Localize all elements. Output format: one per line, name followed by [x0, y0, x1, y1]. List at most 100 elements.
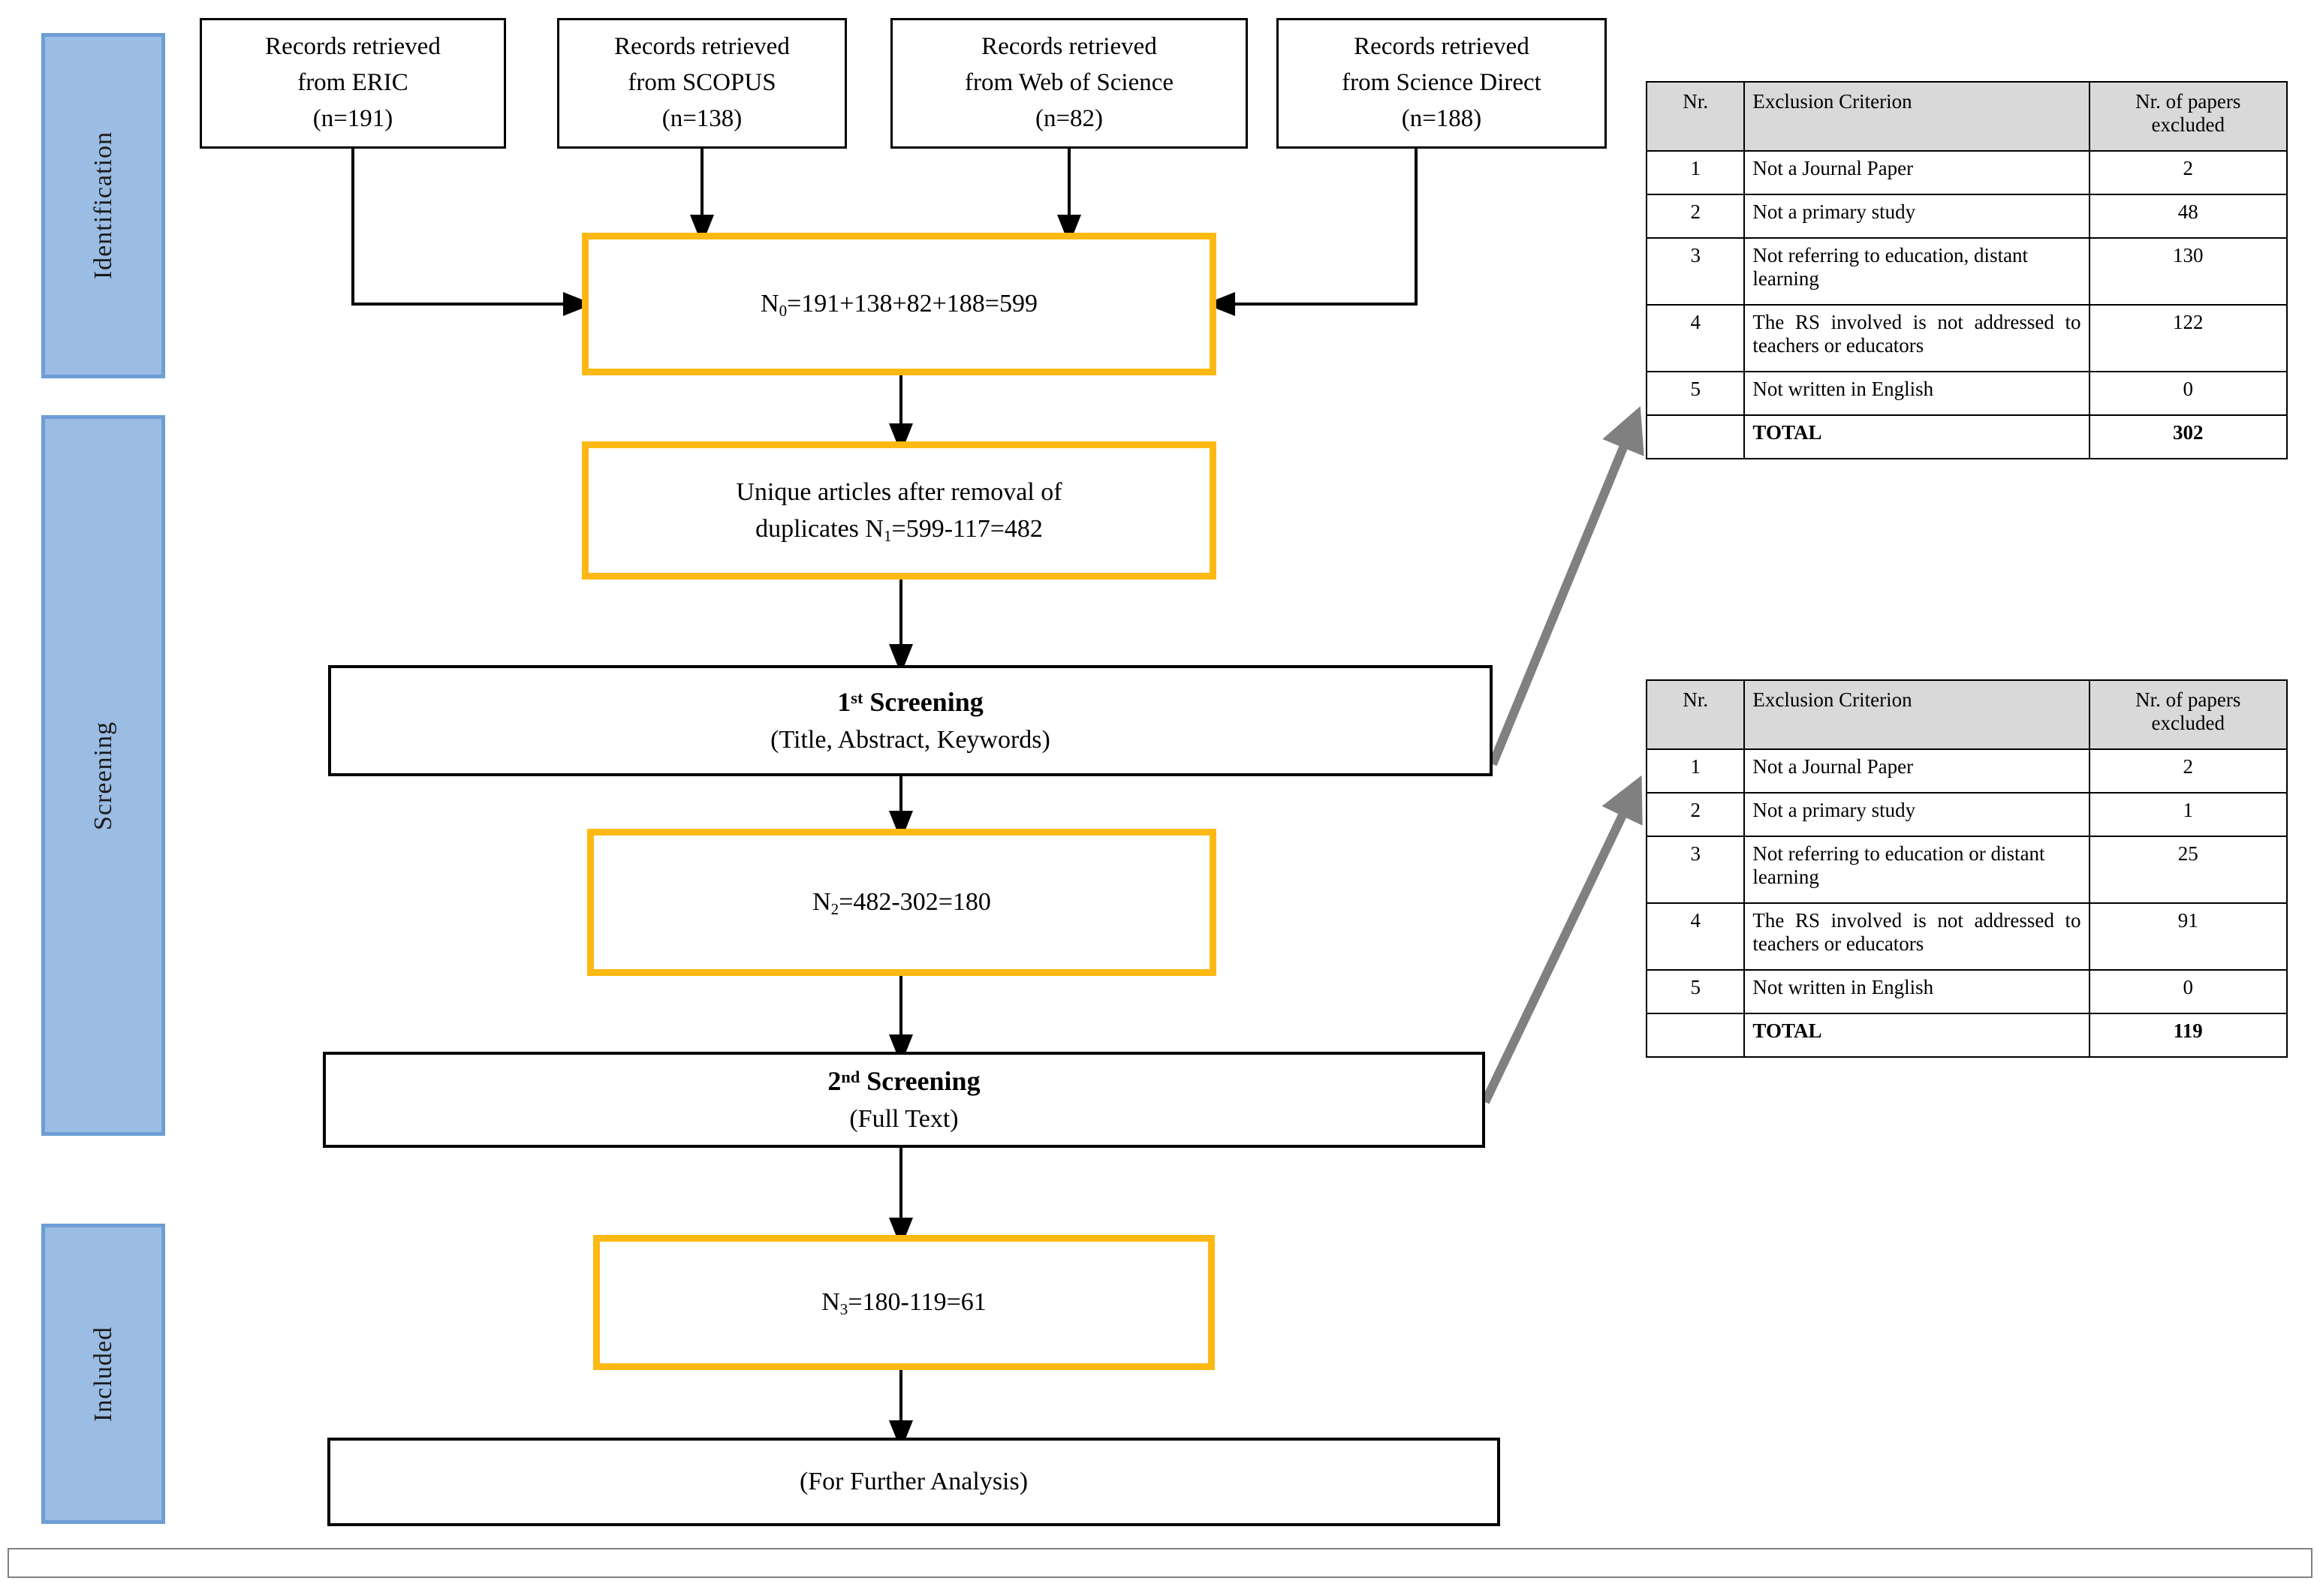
table-row: 3 Not referring to education or distant …	[1645, 836, 2288, 904]
source-scopus-line1: Records retrieved	[614, 33, 790, 61]
cell-excluded: 25	[2088, 836, 2288, 904]
node-n2: N2=482-302=180	[587, 829, 1216, 976]
cell-excluded: 1	[2088, 792, 2288, 837]
table-header-row: Nr. Exclusion Criterion Nr. of papers ex…	[1645, 81, 2288, 152]
cell-criterion: The RS involved is not addressed to teac…	[1743, 902, 2090, 971]
node-total-records-text: N0=191+138+82+188=599	[761, 290, 1038, 321]
source-scopus-count: (n=138)	[661, 104, 743, 132]
cell-nr: 1	[1645, 150, 1746, 195]
cell-nr	[1645, 1013, 1746, 1058]
phase-bar-identification: Identification	[41, 33, 165, 378]
connector-eric-to-total	[351, 149, 593, 316]
source-sciencedirect-line1: Records retrieved	[1354, 33, 1529, 61]
cell-criterion: Not referring to education, distant lear…	[1743, 237, 2090, 306]
table-header-row: Nr. Exclusion Criterion Nr. of papers ex…	[1645, 679, 2288, 750]
node-unique-articles: Unique articles after removal of duplica…	[582, 441, 1216, 580]
cell-criterion: Not written in English	[1743, 969, 2090, 1014]
node-n3: N3=180-119=61	[593, 1235, 1215, 1370]
header-criterion: Exclusion Criterion	[1743, 679, 2090, 750]
phase-label-identification: Identification	[89, 131, 117, 280]
cell-excluded: 122	[2088, 304, 2288, 372]
header-criterion: Exclusion Criterion	[1743, 81, 2090, 152]
header-excluded: Nr. of papers excluded	[2088, 81, 2288, 152]
phase-label-screening: Screening	[89, 721, 117, 830]
table-row-total: TOTAL 302	[1645, 414, 2288, 459]
cell-criterion: Not a primary study	[1743, 792, 2090, 837]
cell-criterion: Not written in English	[1743, 371, 2090, 416]
connector-screening1-to-table1	[1488, 405, 1644, 766]
node-screening-1: 1st Screening (Title, Abstract, Keywords…	[328, 665, 1493, 776]
connector-screening2-to-table2	[1481, 775, 1643, 1104]
table-row-total: TOTAL 119	[1645, 1013, 2288, 1058]
source-box-scopus: Records retrieved from SCOPUS (n=138)	[557, 18, 847, 149]
cell-criterion: Not a Journal Paper	[1743, 150, 2090, 195]
source-scopus-line2: from SCOPUS	[628, 69, 776, 97]
footer-decorative-bar	[8, 1548, 2312, 1578]
cell-total-value: 119	[2088, 1013, 2288, 1058]
source-wos-line2: from Web of Science	[964, 69, 1174, 97]
cell-total-value: 302	[2088, 414, 2288, 459]
table-row: 5 Not written in English 0	[1645, 371, 2288, 416]
cell-criterion: Not a primary study	[1743, 194, 2090, 239]
table-row: 5 Not written in English 0	[1645, 969, 2288, 1014]
cell-excluded: 0	[2088, 969, 2288, 1014]
node-further-analysis-label: (For Further Analysis)	[799, 1468, 1029, 1496]
cell-excluded: 0	[2088, 371, 2288, 416]
cell-criterion: The RS involved is not addressed to teac…	[1743, 304, 2090, 372]
cell-excluded: 48	[2088, 194, 2288, 239]
source-wos-count: (n=82)	[1035, 104, 1104, 132]
node-screening-2: 2nd Screening (Full Text)	[323, 1052, 1485, 1148]
cell-excluded: 130	[2088, 237, 2288, 306]
source-eric-count: (n=191)	[312, 104, 393, 132]
source-box-eric: Records retrieved from ERIC (n=191)	[200, 18, 506, 149]
table-row: 1 Not a Journal Paper 2	[1645, 748, 2288, 793]
cell-total-label: TOTAL	[1743, 414, 2090, 459]
cell-nr: 1	[1645, 748, 1746, 793]
cell-nr: 5	[1645, 969, 1746, 1014]
cell-nr: 2	[1645, 194, 1746, 239]
node-n3-text: N3=180-119=61	[821, 1288, 987, 1319]
node-unique-articles-line2: duplicates N1=599-117=482	[755, 515, 1043, 545]
source-box-science-direct: Records retrieved from Science Direct (n…	[1276, 18, 1607, 149]
node-n2-text: N2=482-302=180	[812, 888, 991, 919]
cell-criterion: Not referring to education or distant le…	[1743, 836, 2090, 904]
node-unique-articles-line1: Unique articles after removal of	[736, 477, 1062, 506]
exclusion-table-screening1: Nr. Exclusion Criterion Nr. of papers ex…	[1645, 81, 2288, 459]
exclusion-table-screening2: Nr. Exclusion Criterion Nr. of papers ex…	[1645, 679, 2288, 1058]
node-screening-1-title: 1st Screening	[837, 687, 984, 718]
exclusion-table-screening2-header: Nr. Exclusion Criterion Nr. of papers ex…	[1645, 679, 2288, 750]
cell-criterion: Not a Journal Paper	[1743, 748, 2090, 793]
node-screening-2-title: 2nd Screening	[827, 1066, 981, 1097]
table-row: 2 Not a primary study 1	[1645, 792, 2288, 837]
table-row: 3 Not referring to education, distant le…	[1645, 237, 2288, 306]
cell-nr: 4	[1645, 304, 1746, 372]
cell-excluded: 91	[2088, 902, 2288, 971]
table-row: 4 The RS involved is not addressed to te…	[1645, 304, 2288, 372]
cell-nr: 4	[1645, 902, 1746, 971]
cell-excluded: 2	[2088, 150, 2288, 195]
table-row: 4 The RS involved is not addressed to te…	[1645, 902, 2288, 971]
header-nr: Nr.	[1645, 81, 1746, 152]
source-sciencedirect-count: (n=188)	[1401, 104, 1482, 132]
cell-excluded: 2	[2088, 748, 2288, 793]
cell-nr: 5	[1645, 371, 1746, 416]
source-eric-line1: Records retrieved	[265, 33, 441, 61]
table-row: 2 Not a primary study 48	[1645, 194, 2288, 239]
source-wos-line1: Records retrieved	[981, 33, 1157, 61]
table-row: 1 Not a Journal Paper 2	[1645, 150, 2288, 195]
node-screening-2-subtitle: (Full Text)	[849, 1105, 959, 1134]
connector-sciencedirect-to-total	[1205, 149, 1418, 316]
cell-nr: 3	[1645, 836, 1746, 904]
node-further-analysis: (For Further Analysis)	[327, 1438, 1500, 1526]
source-box-web-of-science: Records retrieved from Web of Science (n…	[890, 18, 1248, 149]
source-sciencedirect-line2: from Science Direct	[1342, 69, 1541, 97]
header-nr: Nr.	[1645, 679, 1746, 750]
cell-total-label: TOTAL	[1743, 1013, 2090, 1058]
node-screening-1-subtitle: (Title, Abstract, Keywords)	[770, 726, 1050, 754]
header-excluded: Nr. of papers excluded	[2088, 679, 2288, 750]
cell-nr: 2	[1645, 792, 1746, 837]
phase-bar-screening: Screening	[41, 415, 165, 1136]
source-eric-line2: from ERIC	[297, 69, 408, 97]
phase-label-included: Included	[89, 1326, 117, 1422]
